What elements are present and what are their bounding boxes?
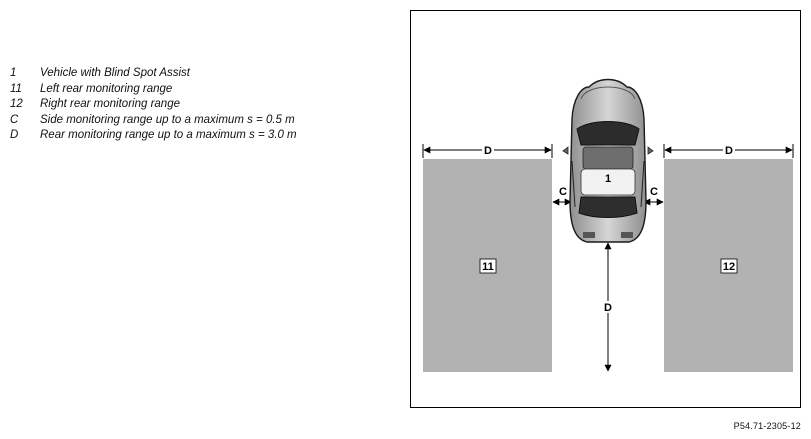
left-d-label: D: [484, 145, 492, 157]
legend-text: Left rear monitoring range: [40, 82, 173, 95]
legend-key: 1: [10, 67, 17, 79]
figure-reference-code: P54.71-2305-12: [733, 421, 801, 431]
legend-item: 1 Vehicle with Blind Spot Assist: [10, 66, 297, 82]
vehicle-top-view: [562, 78, 654, 243]
right-range-label-box: [720, 258, 738, 274]
right-c-label: C: [650, 186, 658, 198]
right-d-label-bg: [723, 144, 735, 156]
legend-item: D Rear monitoring range up to a maximum …: [10, 128, 297, 144]
left-d-label-bg: [482, 144, 494, 156]
legend-item: C Side monitoring range up to a maximum …: [10, 113, 297, 129]
left-range-label: 11: [482, 261, 494, 273]
rear-d-label-bg: [602, 301, 614, 313]
left-c-label: C: [559, 186, 567, 198]
legend-key: D: [10, 129, 19, 141]
monitoring-diagram: 1 11 12 D D C C D: [410, 10, 801, 408]
legend-item: 12 Right rear monitoring range: [10, 97, 297, 113]
legend-key: 11: [10, 82, 22, 95]
right-range-label: 12: [723, 261, 735, 273]
legend-text: Rear monitoring range up to a maximum s …: [40, 129, 297, 141]
legend-text: Right rear monitoring range: [40, 98, 180, 110]
rear-d-label: D: [604, 302, 612, 314]
legend-key: C: [10, 113, 19, 126]
legend-item: 11 Left rear monitoring range: [10, 82, 297, 98]
diagram-canvas: 1 11 12 D D C C D: [422, 78, 794, 372]
right-d-label: D: [725, 145, 733, 157]
legend-text: Vehicle with Blind Spot Assist: [40, 67, 190, 79]
vehicle-label: 1: [605, 173, 611, 185]
left-range-label-box: [479, 258, 497, 274]
legend: 1 Vehicle with Blind Spot Assist 11 Left…: [10, 66, 297, 144]
legend-text: Side monitoring range up to a maximum s …: [40, 113, 295, 126]
legend-key: 12: [10, 98, 23, 110]
